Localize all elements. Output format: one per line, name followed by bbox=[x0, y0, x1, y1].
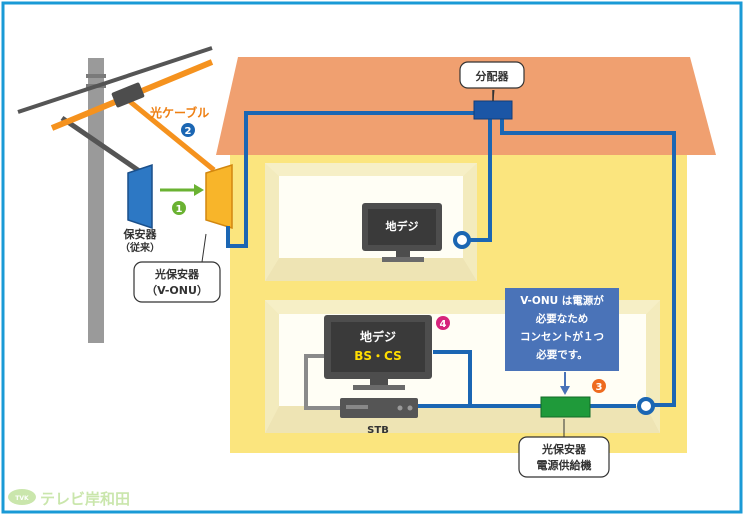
marker-4-text: 4 bbox=[440, 319, 447, 330]
power-supply-unit bbox=[540, 396, 591, 418]
note-arrow-icon bbox=[560, 386, 570, 395]
optical-protector-pointer bbox=[201, 233, 207, 263]
marker-1-text: 1 bbox=[176, 204, 183, 215]
arrow-head-icon bbox=[194, 184, 204, 196]
tv-lower-sublabel: BS・CS bbox=[354, 349, 401, 363]
note-line-2: 必要なため bbox=[535, 312, 589, 325]
note-line-1: V-ONU は電源が bbox=[520, 294, 604, 307]
tv-lower-label: 地デジ bbox=[360, 329, 396, 344]
stb-tv-cable bbox=[304, 354, 342, 410]
logo-text: テレビ岸和田 bbox=[40, 490, 130, 508]
power-unit-label-box bbox=[518, 436, 610, 478]
pole-shaft bbox=[88, 58, 104, 343]
utility-pole bbox=[17, 46, 216, 343]
wall-outlet-lower-icon bbox=[637, 397, 655, 415]
power-unit-label: 光保安器 bbox=[541, 442, 587, 456]
cable-power-to-tv bbox=[433, 350, 541, 408]
marker-2-text: 2 bbox=[185, 126, 192, 137]
stb-device bbox=[340, 398, 418, 418]
splitter-label: 分配器 bbox=[476, 69, 510, 83]
splitter-device bbox=[473, 100, 513, 120]
note-line-3: コンセントが１つ bbox=[520, 330, 604, 343]
coax-cables bbox=[226, 111, 676, 408]
old-protector-label: 保安器 bbox=[123, 227, 158, 241]
tv-lower bbox=[324, 315, 432, 390]
optical-protector-sublabel: （V-ONU） bbox=[146, 284, 208, 297]
optical-cable-label: 光ケーブル bbox=[149, 105, 209, 120]
house-roof bbox=[216, 57, 716, 155]
tv-upper bbox=[362, 203, 442, 262]
logo: TVK テレビ岸和田 bbox=[8, 489, 130, 508]
optical-cable-drop bbox=[126, 98, 216, 172]
old-protector-sublabel: （従来） bbox=[120, 241, 160, 254]
optical-protector-label-box bbox=[133, 261, 221, 303]
tv-upper-label: 地デジ bbox=[386, 219, 419, 233]
note-box bbox=[505, 288, 619, 371]
cable-to-upper-tv bbox=[468, 118, 492, 242]
wall-outlet-upper-icon bbox=[453, 231, 471, 249]
note-line-4: 必要です。 bbox=[535, 348, 587, 361]
marker-2: 2 bbox=[181, 123, 195, 137]
pole-wire bbox=[17, 46, 213, 114]
marker-3-text: 3 bbox=[596, 382, 603, 393]
cable-to-right bbox=[500, 118, 676, 407]
optical-protector-device bbox=[205, 163, 233, 230]
old-protector-device bbox=[127, 163, 153, 230]
drop-wire bbox=[60, 115, 150, 180]
marker-4: 4 bbox=[436, 316, 450, 330]
cable-closure bbox=[111, 82, 145, 108]
splitter-label-box bbox=[459, 61, 525, 89]
stb-label: STB bbox=[367, 425, 389, 436]
optical-protector-label: 光保安器 bbox=[154, 267, 200, 281]
logo-small-text: TVK bbox=[15, 495, 29, 502]
power-unit-sublabel: 電源供給機 bbox=[537, 458, 592, 472]
cable-to-splitter bbox=[226, 111, 488, 248]
marker-1: 1 bbox=[172, 201, 186, 215]
house bbox=[216, 57, 716, 453]
marker-3: 3 bbox=[592, 379, 606, 393]
logo-mark-icon bbox=[8, 489, 36, 505]
